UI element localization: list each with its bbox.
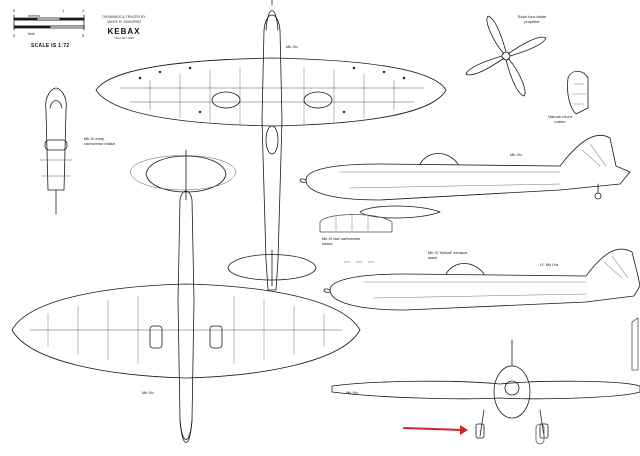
red-annotation-arrow: [403, 425, 468, 435]
scale-feet-tick-0: 0: [13, 33, 16, 38]
label-top-view: Mk IXc: [286, 44, 299, 49]
label-side-view-2: LF Mk IXe: [540, 262, 559, 267]
publisher-logo: KEBAX: [107, 27, 141, 36]
carb-intake-detail: [319, 213, 393, 233]
label-propeller: Rotol four-blade propeller: [517, 14, 547, 24]
scale-metre-tick-0: 0: [13, 8, 16, 13]
scale-metre-tick-1: 1: [62, 8, 65, 13]
label-rudder: Narrow chord rudder: [547, 114, 572, 124]
right-edge-detail: [631, 317, 639, 371]
label-underside-view: Mk IXc: [142, 390, 155, 395]
side-view-2-aircraft: [323, 248, 640, 311]
scale-bar: [13, 14, 85, 31]
top-view-aircraft: [95, 0, 447, 291]
label-late-intake: Mk IX late carburettor intake: [322, 236, 361, 246]
side-view-1-aircraft: [299, 134, 631, 219]
credit-line-1: DRAWINGS & TRACED BY: [102, 15, 146, 19]
scale-feet-tick-1: 5: [82, 33, 85, 38]
front-nose-view: [39, 87, 73, 215]
propeller-drawing: [465, 15, 547, 97]
label-early-intake: Mk IX early carburettor intake: [84, 136, 116, 146]
rudder-drawing: [567, 70, 589, 115]
label-side-view-1: Mk IXc: [510, 152, 523, 157]
credit-line-2: JACEK R. SKINGREZ: [106, 19, 142, 24]
scale-ratio: SCALE IS 1:72: [31, 43, 70, 49]
label-fishtail-exhaust: Mk IX 'fishtail' exhaust stack: [428, 250, 468, 260]
credit-block: DRAWINGS & TRACED BY JACEK R. SKINGREZ: [96, 15, 152, 24]
scale-metres-unit: metres: [28, 13, 41, 18]
logo-subtitle: TRACED 1999: [114, 36, 134, 40]
scale-feet-unit: feet: [28, 31, 35, 36]
scale-metre-tick-2: 2: [82, 8, 85, 13]
label-front-view: Mk IXc: [346, 390, 359, 395]
front-view-aircraft: [331, 339, 640, 445]
underside-view-aircraft: [11, 149, 361, 443]
